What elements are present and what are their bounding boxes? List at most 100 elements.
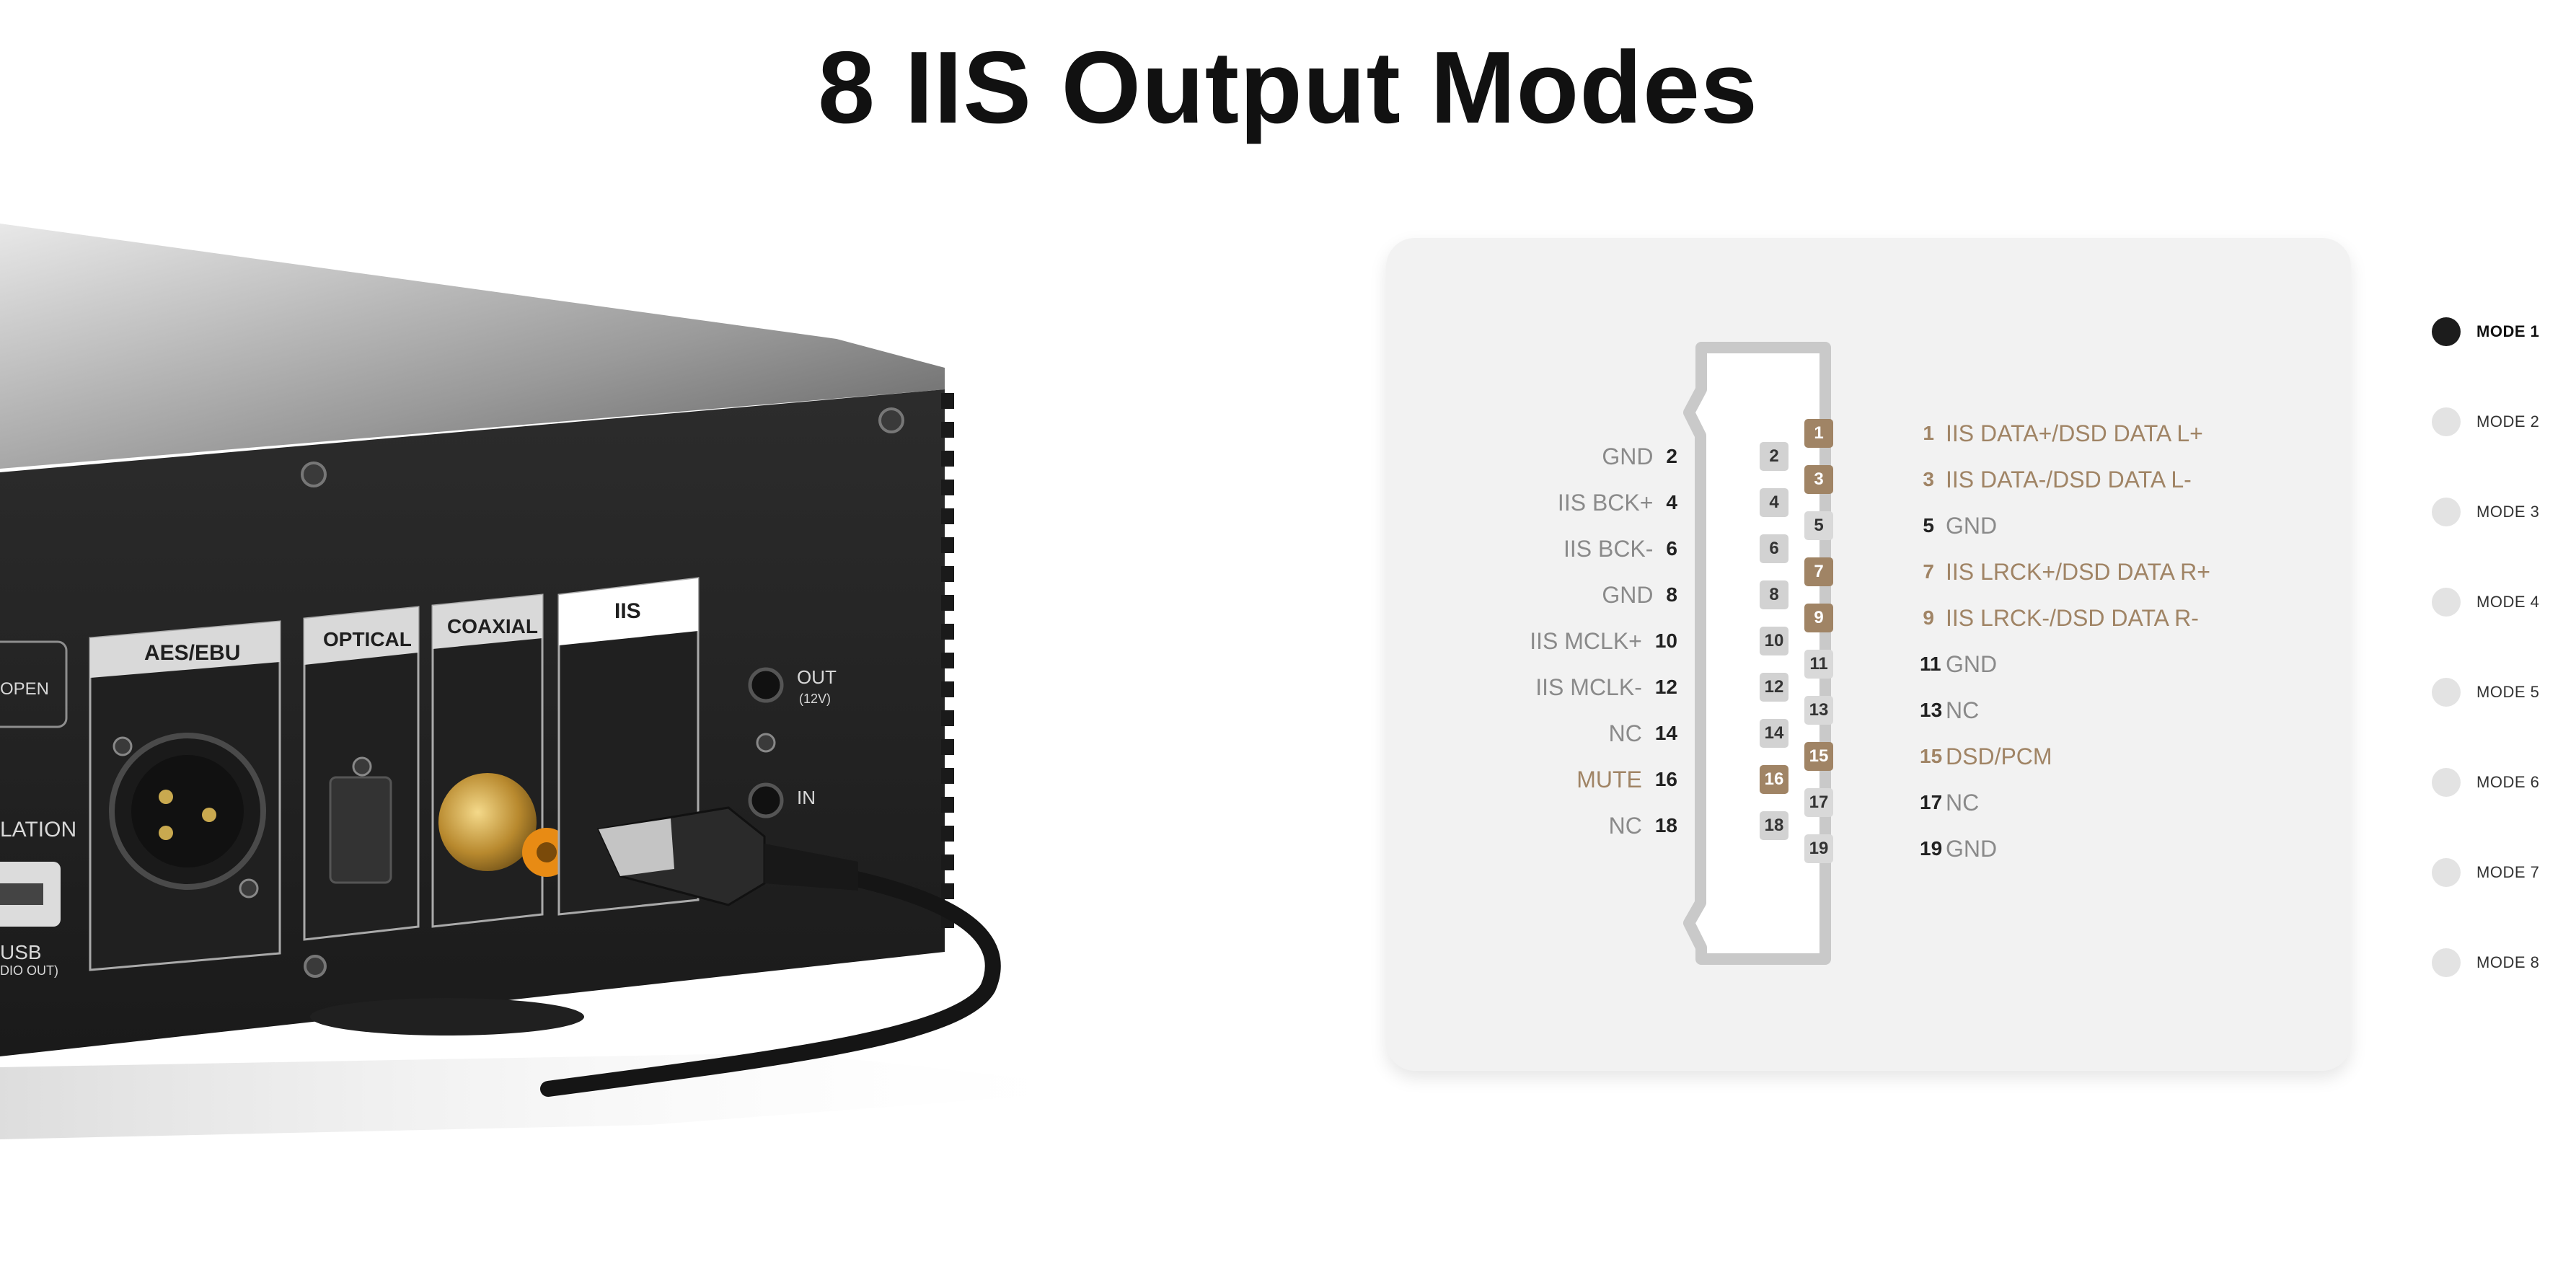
mode-label: MODE 4 — [2476, 593, 2540, 611]
device-top-cover — [0, 224, 945, 469]
mode-label: MODE 6 — [2476, 773, 2540, 791]
connector-pin-9: 9 — [1804, 604, 1833, 632]
pin-signal-label: IIS MCLK- — [1535, 674, 1642, 700]
connector-pin-4: 4 — [1760, 488, 1788, 517]
connector-pin-2: 2 — [1760, 442, 1788, 471]
mode-radio-dot[interactable] — [2432, 588, 2461, 617]
pin-number: 17 — [1920, 791, 1943, 813]
mode-option-6[interactable]: MODE 6 — [2432, 767, 2539, 798]
mode-radio-dot[interactable] — [2432, 858, 2461, 887]
mode-option-1[interactable]: MODE 1 — [2432, 316, 2539, 348]
pin-row-right: 5 GND — [1920, 511, 1997, 540]
pin-signal-label: NC — [1946, 790, 1980, 816]
pin-signal-label: GND — [1946, 651, 1998, 677]
mode-option-5[interactable]: MODE 5 — [2432, 676, 2539, 708]
pin-row-left: GND 2 — [1602, 442, 1677, 471]
connector-pin-6: 6 — [1760, 534, 1788, 563]
pin-number: 7 — [1923, 560, 1934, 583]
connector-pin-13: 13 — [1804, 696, 1833, 725]
connector-pin-15: 15 — [1804, 742, 1833, 771]
pin-signal-label: IIS LRCK-/DSD DATA R- — [1946, 605, 2199, 631]
connector-pin-14: 14 — [1760, 719, 1788, 748]
connector-pin-19: 19 — [1804, 834, 1833, 863]
pin-signal-label: NC — [1946, 697, 1980, 723]
pin-signal-label: IIS BCK+ — [1557, 490, 1654, 516]
pin-row-left: IIS MCLK+ 10 — [1530, 627, 1677, 655]
connector-pin-7: 7 — [1804, 557, 1833, 586]
pin-signal-label: GND — [1602, 443, 1654, 469]
pin-row-right: 1 IIS DATA+/DSD DATA L+ — [1920, 419, 2203, 448]
pin-signal-label: MUTE — [1576, 767, 1642, 792]
mode-option-8[interactable]: MODE 8 — [2432, 947, 2539, 979]
connector-pin-1: 1 — [1804, 419, 1833, 448]
connector-pin-3: 3 — [1804, 465, 1833, 494]
pin-signal-label: IIS DATA+/DSD DATA L+ — [1946, 420, 2203, 446]
pin-signal-label: GND — [1946, 836, 1998, 862]
pin-signal-label: GND — [1946, 513, 1998, 539]
pin-number: 16 — [1654, 768, 1677, 790]
mode-option-4[interactable]: MODE 4 — [2432, 586, 2539, 618]
pin-number: 18 — [1654, 814, 1677, 836]
pin-signal-label: IIS MCLK+ — [1530, 628, 1642, 654]
pin-number: 3 — [1923, 468, 1934, 490]
connector-pin-17: 17 — [1804, 788, 1833, 817]
mode-radio-dot[interactable] — [2432, 498, 2461, 526]
aes-ebu-label: AES/EBU — [144, 641, 240, 665]
pin-number: 14 — [1654, 722, 1677, 744]
pin-row-left: NC 18 — [1609, 811, 1677, 840]
coaxial-label: COAXIAL — [447, 615, 538, 637]
pin-number: 19 — [1920, 837, 1943, 860]
pin-number: 4 — [1666, 491, 1677, 513]
mode-option-2[interactable]: MODE 2 — [2432, 406, 2539, 438]
pin-row-right: 7 IIS LRCK+/DSD DATA R+ — [1920, 557, 2210, 586]
pin-number: 6 — [1666, 537, 1677, 560]
pin-number: 1 — [1923, 422, 1934, 444]
mode-label: MODE 1 — [2476, 322, 2540, 340]
pin-number: 13 — [1920, 699, 1943, 721]
iis-label: IIS — [614, 599, 641, 623]
pin-signal-label: NC — [1608, 720, 1642, 746]
mode-radio-dot[interactable] — [2432, 678, 2461, 707]
mode-label: MODE 7 — [2476, 863, 2540, 881]
pin-number: 15 — [1920, 745, 1943, 767]
iis-cable — [540, 868, 1001, 1097]
pin-number: 8 — [1666, 583, 1677, 606]
mode-radio-dot[interactable] — [2432, 407, 2461, 436]
isolation-label: LATION — [0, 818, 76, 842]
pin-signal-label: DSD/PCM — [1946, 743, 2052, 769]
open-label: OPEN — [0, 679, 49, 699]
connector-pin-18: 18 — [1760, 811, 1788, 840]
pin-number: 10 — [1654, 630, 1677, 652]
pin-number: 11 — [1920, 653, 1941, 675]
connector-pin-8: 8 — [1760, 580, 1788, 609]
mode-radio-dot[interactable] — [2432, 768, 2461, 797]
in-label: IN — [797, 787, 816, 808]
pin-number: 2 — [1666, 445, 1677, 467]
device-rear-panel-image: OPEN AES/EBU OPTICAL COAXIAL IIS OU — [0, 180, 1183, 1190]
pin-number: 12 — [1654, 676, 1677, 698]
pin-number: 5 — [1923, 514, 1934, 536]
connector-pin-16: 16 — [1760, 765, 1788, 794]
mode-option-3[interactable]: MODE 3 — [2432, 496, 2539, 528]
out-label: OUT — [797, 666, 837, 688]
pin-row-left: IIS MCLK- 12 — [1535, 673, 1677, 702]
pin-signal-label: NC — [1608, 813, 1642, 839]
mode-option-7[interactable]: MODE 7 — [2432, 857, 2539, 888]
mode-radio-dot[interactable] — [2432, 948, 2461, 977]
pin-row-left: IIS BCK-6 — [1563, 534, 1677, 563]
mode-label: MODE 3 — [2476, 503, 2540, 521]
connector-pin-12: 12 — [1760, 673, 1788, 702]
mode-radio-dot[interactable] — [2432, 317, 2461, 346]
mode-label: MODE 8 — [2476, 953, 2540, 971]
mode-label: MODE 2 — [2476, 412, 2540, 430]
pin-signal-label: IIS LRCK+/DSD DATA R+ — [1946, 559, 2210, 585]
usb-sub-label: DIO OUT) — [0, 963, 58, 978]
page-title: 8 IIS Output Modes — [818, 30, 1758, 145]
